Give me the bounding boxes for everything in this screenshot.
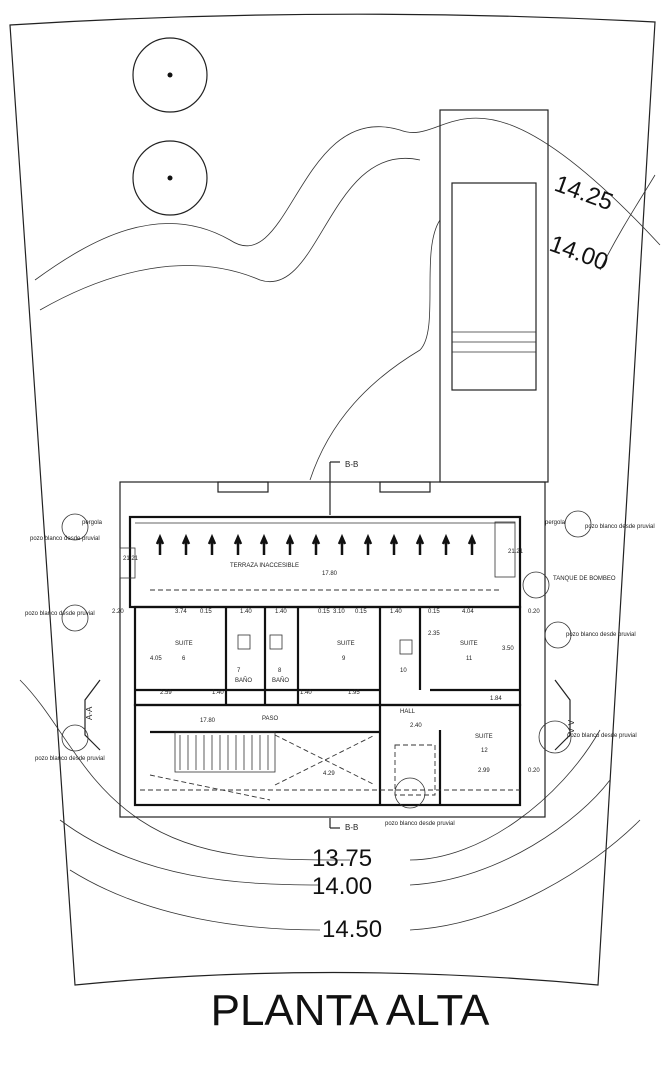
room-number: 7 — [237, 668, 241, 674]
section-mark-aa: A-A — [85, 706, 94, 720]
level-mark: 17.80 — [200, 718, 216, 724]
slope-arrow — [311, 533, 321, 555]
tank-label: TANQUE DE BOMBEO — [553, 576, 616, 582]
dimension-label: 0.15 — [200, 609, 212, 615]
slope-arrow — [389, 533, 399, 555]
pozo-label: pozo blanco desde pruvial — [585, 524, 655, 530]
slope-arrow — [155, 533, 165, 555]
slope-arrow — [363, 533, 373, 555]
dimension-label: 0.15 — [318, 609, 330, 615]
pozo-label: pozo blanco desde pruvial — [25, 611, 95, 617]
room-number: 11 — [466, 656, 473, 662]
tree — [132, 37, 208, 113]
contour-label: 13.75 — [312, 845, 372, 872]
level-mark: 21.21 — [508, 549, 524, 555]
pozo-label: pozo blanco desde pruvial — [566, 632, 636, 638]
tree — [132, 140, 208, 216]
room-number: 8 — [278, 668, 282, 674]
room-number: 9 — [342, 656, 346, 662]
slope-arrow — [207, 533, 217, 555]
room-label-bath: BAÑO — [272, 677, 289, 684]
dimension-label: 0.15 — [355, 609, 367, 615]
slope-arrow — [259, 533, 269, 555]
staircase — [179, 735, 269, 770]
dimension-label: 3.74 — [175, 609, 187, 615]
dimension-label: 1.40 — [240, 609, 252, 615]
terrace-label: TERRAZA INACCESIBLE — [230, 563, 299, 569]
pozo-label: pozo blanco desde pruvial — [385, 821, 455, 827]
room-label-suite: SUITE — [175, 641, 193, 647]
slope-arrow — [337, 533, 347, 555]
contour-lines — [19, 117, 661, 931]
dimension-label: 1.95 — [348, 690, 360, 696]
section-mark-bb: B-B — [345, 823, 358, 832]
slope-arrow — [415, 533, 425, 555]
contour-label: 14.00 — [312, 873, 372, 900]
room-label-hall: HALL — [400, 709, 416, 715]
dimension-label: 4.29 — [323, 771, 335, 777]
pergola-label: pergola — [545, 520, 566, 526]
dimension-label: 0.20 — [528, 768, 540, 774]
room-label-paso: PASO — [262, 716, 279, 722]
slope-arrow — [441, 533, 451, 555]
section-mark-bb: B-B — [345, 460, 358, 469]
dimension-label: 3.50 — [502, 646, 514, 652]
room-label-suite: SUITE — [475, 734, 493, 740]
dimension-label: 4.05 — [150, 656, 162, 662]
level-mark: 21.21 — [123, 556, 139, 562]
dimension-label: 1.40 — [390, 609, 402, 615]
pozo-label: pozo blanco desde pruvial — [30, 536, 100, 542]
dimension-label: 2.35 — [428, 631, 440, 637]
pergola-label: pergola — [82, 520, 103, 526]
dimension-label: 1.40 — [275, 609, 287, 615]
pozo-label: pozo blanco desde pruvial — [35, 756, 105, 762]
slope-arrow — [181, 533, 191, 555]
drawing-title: PLANTA ALTA — [211, 986, 490, 1035]
contour-label: 14.50 — [322, 916, 382, 943]
dimension-label: 1.40 — [300, 690, 312, 696]
dimension-label: 2.59 — [160, 690, 172, 696]
room-label-suite: SUITE — [337, 641, 355, 647]
room-number: 6 — [182, 656, 186, 662]
room-label-bath: BAÑO — [235, 677, 252, 684]
room-number: 10 — [400, 668, 407, 674]
dimension-label: 2.40 — [410, 723, 422, 729]
dimension-label: 0.20 — [528, 609, 540, 615]
site-boundary — [9, 13, 656, 986]
dimension-label: 2.20 — [112, 609, 124, 615]
section-mark-aa: A-A — [566, 720, 575, 734]
dimension-label: 3.10 — [333, 609, 345, 615]
dimension-label: 2.99 — [478, 768, 490, 774]
pozo-label: pozo blanco desde pruvial — [567, 733, 637, 739]
pool — [439, 109, 549, 483]
slope-arrows — [155, 533, 477, 555]
slope-arrow — [285, 533, 295, 555]
contour-label: 14.00 — [546, 230, 612, 276]
level-mark: 17.80 — [322, 571, 338, 577]
slope-arrow — [233, 533, 243, 555]
contour-label: 14.25 — [551, 170, 617, 216]
room-number: 12 — [481, 748, 488, 754]
room-label-suite: SUITE — [460, 641, 478, 647]
dimension-label: 4.04 — [462, 609, 474, 615]
dimension-label: 0.15 — [428, 609, 440, 615]
dimension-label: 1.40 — [212, 690, 224, 696]
building — [61, 481, 592, 818]
dimension-label: 1.84 — [490, 696, 502, 702]
slope-arrow — [467, 533, 477, 555]
